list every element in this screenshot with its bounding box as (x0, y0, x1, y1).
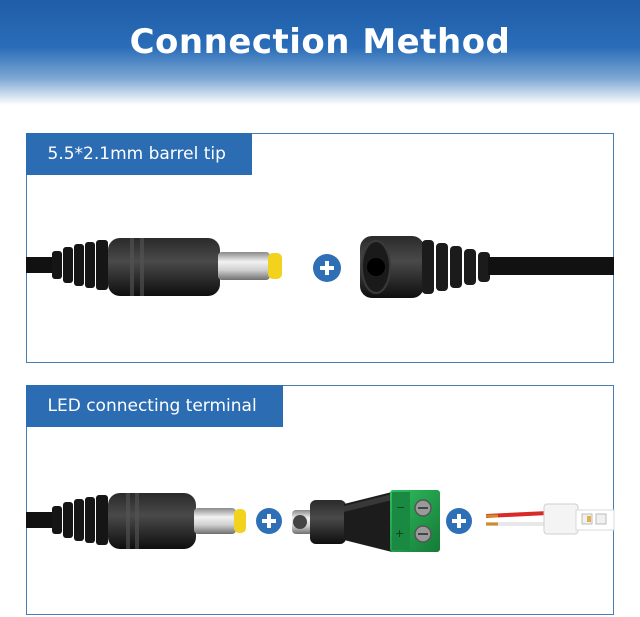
plus-icon (313, 254, 341, 282)
page-title: Connection Method (129, 22, 511, 62)
panel-label-barrel-tip: 5.5*2.1mm barrel tip (25, 132, 252, 175)
female-barrel-jack (360, 236, 614, 298)
led-strip-wire (485, 503, 615, 535)
svg-text:+: + (395, 527, 404, 540)
panel-label-led-terminal: LED connecting terminal (25, 384, 283, 427)
male-barrel-plug-2 (26, 493, 246, 549)
plus-icon (256, 508, 282, 534)
dc-terminal-adapter: − + (292, 490, 440, 552)
header-banner: Connection Method (0, 0, 640, 105)
svg-text:−: − (396, 501, 405, 514)
plus-icon (446, 508, 472, 534)
male-barrel-plug (26, 238, 282, 296)
